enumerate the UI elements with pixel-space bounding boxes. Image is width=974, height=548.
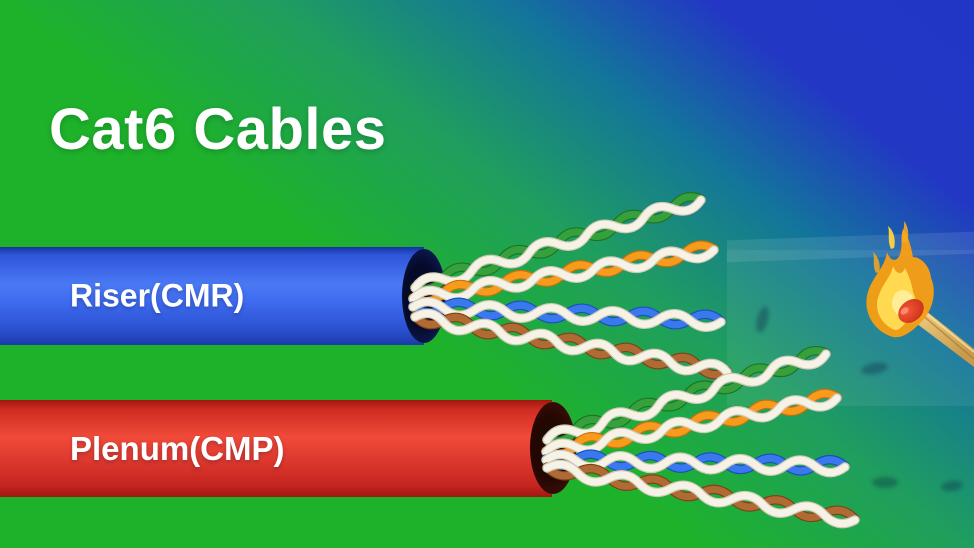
cable-riser-label: Riser(CMR) bbox=[70, 277, 245, 314]
orange-white-pair bbox=[408, 240, 719, 307]
cable-plenum-opening bbox=[530, 402, 576, 494]
cable-plenum-label: Plenum(CMP) bbox=[70, 429, 285, 467]
blue-white-pair bbox=[541, 449, 850, 478]
blue-white-pair bbox=[408, 297, 726, 332]
cable-riser-jacket: Riser(CMR) bbox=[0, 247, 424, 345]
background-smudge bbox=[872, 477, 898, 488]
brown-white-pair bbox=[542, 459, 860, 529]
brown-white-pair bbox=[410, 308, 732, 380]
background-smudge bbox=[940, 479, 964, 493]
cable-riser-opening bbox=[402, 249, 446, 343]
green-white-pair bbox=[410, 192, 706, 294]
page-title: Cat6 Cables bbox=[49, 97, 387, 162]
cable-plenum-jacket: Plenum(CMP) bbox=[0, 400, 552, 497]
